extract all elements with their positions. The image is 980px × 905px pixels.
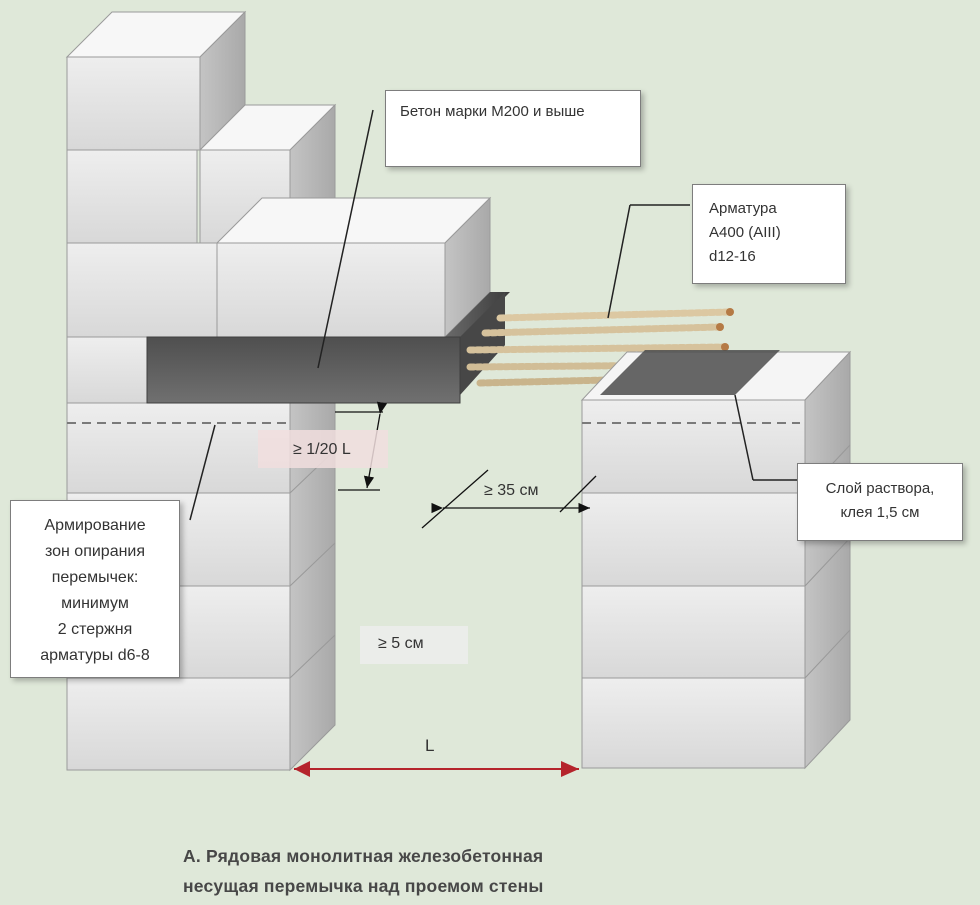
rebar-label-line2: А400 (AIII) — [709, 224, 781, 241]
rebar-label-line1: Арматура — [709, 200, 777, 217]
support-label-line5: 2 стержня — [57, 621, 133, 638]
rebar-label-line3: d12-16 — [709, 248, 756, 265]
mortar-label-line1: Слой раствора, — [825, 480, 935, 497]
caption-line2: несущая перемычка над проемом стены — [183, 876, 544, 896]
right-pier — [580, 350, 852, 770]
support-label-line2: зон опирания — [44, 543, 146, 560]
gap-bg — [360, 626, 468, 664]
concrete-label: Бетон марки М200 и выше — [400, 103, 585, 120]
span-label: L — [425, 736, 435, 755]
rebar-callout: Арматура А400 (AIII) d12-16 — [692, 184, 846, 284]
caption-line1: А. Рядовая монолитная железобетонная — [183, 846, 544, 866]
height-ratio-bg — [258, 430, 388, 468]
mortar-label-line2: клея 1,5 см — [840, 504, 920, 521]
height-ratio-label: ≥ 1/20 L — [293, 441, 351, 458]
support-callout: Армирование зон опирания перемычек: мини… — [10, 500, 180, 678]
gap-label: ≥ 5 см — [378, 635, 424, 652]
support-label-line6: арматуры d6-8 — [40, 647, 150, 664]
leader-lines — [189, 109, 797, 521]
support-label-line1: Армирование — [44, 517, 146, 534]
mortar-callout: Слой раствора, клея 1,5 см — [797, 463, 963, 541]
concrete-callout: Бетон марки М200 и выше — [385, 90, 641, 167]
support-label-line3: перемычек: — [51, 569, 139, 586]
bearing-label: ≥ 35 см — [484, 482, 539, 499]
concrete-lintel — [146, 292, 510, 404]
support-label-line4: минимум — [61, 595, 129, 612]
bearing-dimension — [421, 469, 597, 529]
